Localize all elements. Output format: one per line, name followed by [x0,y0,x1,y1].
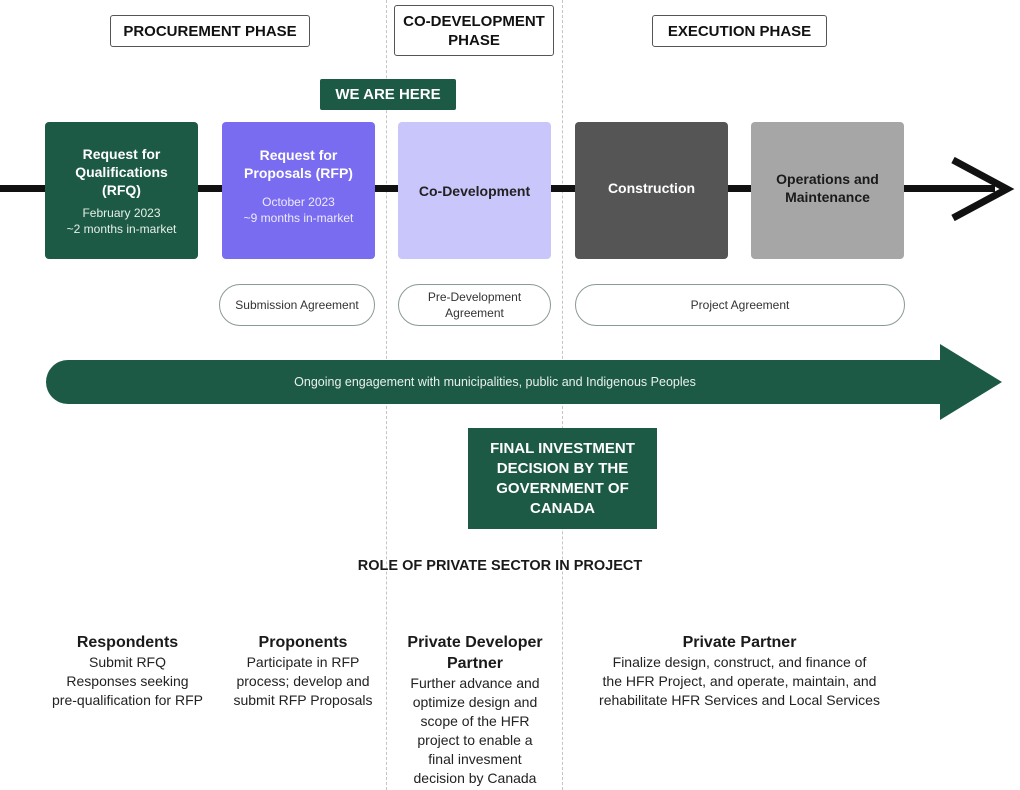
codevelopment-phase-text-1: CO-DEVELOPMENT [403,12,545,30]
role-title-line: Private Developer [407,634,543,651]
role-desc-line: scope of the HFR [420,713,530,729]
engagement-label: Ongoing engagement with municipalities, … [294,375,696,389]
stage-operations-title: Operations and Maintenance [776,170,879,206]
stage-rfq-subtitle: February 2023 ~2 months in-market [67,205,177,237]
final-investment-decision-box: FINAL INVESTMENT DECISION BY THE GOVERNM… [468,428,657,529]
stage-rfp-sub-line: October 2023 [262,195,335,209]
final-decision-line: FINAL INVESTMENT [490,439,635,457]
stage-rfp-sub-line: ~9 months in-market [243,211,354,225]
predevelopment-agreement-text-2: Agreement [445,306,504,320]
engagement-arrow [46,344,1002,420]
we-are-here-badge: WE ARE HERE [320,79,456,110]
role-private-partner: Private Partner Finalize design, constru… [572,632,907,710]
role-private-developer-partner-desc: Further advance and optimize design and … [389,674,561,788]
stage-rfp: Request for Proposals (RFP) October 2023… [222,122,375,259]
role-desc-line: submit RFP Proposals [233,692,373,708]
predevelopment-agreement-pill: Pre-Development Agreement [398,284,551,326]
final-decision-line: GOVERNMENT OF [496,479,629,497]
role-desc-line: project to enable a [417,732,533,748]
stage-operations: Operations and Maintenance [751,122,904,259]
final-decision-line: CANADA [530,499,595,517]
role-desc-line: Responses seeking [66,673,189,689]
codevelopment-phase-text-2: PHASE [448,31,500,49]
execution-phase-text: EXECUTION PHASE [667,22,812,40]
stage-construction-title: Construction [607,180,696,196]
final-decision-line: DECISION BY THE [496,459,629,477]
stage-rfq-sub-line: February 2023 [82,205,161,220]
stage-rfp-title-line: Request for [259,147,338,163]
role-desc-line: the HFR Project, and operate, maintain, … [602,673,877,689]
role-proponents-desc: Participate in RFP process; develop and … [218,653,388,710]
stage-rfq-title-line: Qualifications [75,163,168,180]
predevelopment-agreement-text-1: Pre-Development [427,290,522,304]
stage-rfp-title-line: Proposals (RFP) [244,165,353,181]
role-proponents-title: Proponents [258,634,348,651]
role-title-line: Partner [446,655,504,672]
stage-operations-title-line: Maintenance [785,189,870,205]
procurement-phase-text: PROCUREMENT PHASE [123,22,297,40]
submission-agreement-pill: Submission Agreement [219,284,375,326]
stage-construction: Construction [575,122,728,259]
execution-phase-label: EXECUTION PHASE [652,15,827,47]
role-private-partner-desc: Finalize design, construct, and finance … [572,653,907,710]
role-desc-line: Participate in RFP [246,654,360,670]
stage-rfq-title: Request for Qualifications (RFQ) [75,145,168,199]
role-desc-line: pre-qualification for RFP [52,692,203,708]
stage-rfq-title-line: (RFQ) [102,181,141,198]
stage-operations-title-line: Operations and [776,171,879,187]
engagement-text: Ongoing engagement with municipalities, … [60,360,930,404]
role-respondents-desc: Submit RFQ Responses seeking pre-qualifi… [35,653,220,710]
role-desc-line: process; develop and [236,673,370,689]
role-heading-text: ROLE OF PRIVATE SECTOR IN PROJECT [357,558,643,574]
role-desc-line: rehabilitate HFR Services and Local Serv… [599,692,880,708]
submission-agreement-text: Submission Agreement [235,298,359,312]
timeline-arrow-icon [951,156,1015,222]
stage-rfp-subtitle: October 2023 ~9 months in-market [244,194,354,226]
role-private-partner-title: Private Partner [682,634,797,651]
role-private-developer-partner: Private Developer Partner Further advanc… [389,632,561,788]
role-desc-line: Further advance and [410,675,540,691]
stage-codevelopment: Co-Development [398,122,551,259]
role-private-developer-partner-title: Private Developer Partner [389,632,561,674]
project-agreement-pill: Project Agreement [575,284,905,326]
role-desc-line: optimize design and [412,694,538,710]
we-are-here-text: WE ARE HERE [335,86,441,103]
codevelopment-phase-label: CO-DEVELOPMENT PHASE [394,5,554,56]
role-desc-line: Submit RFQ [88,654,166,670]
stage-codevelopment-title: Co-Development [418,182,531,199]
role-heading: ROLE OF PRIVATE SECTOR IN PROJECT [300,558,700,574]
project-agreement-text: Project Agreement [690,298,790,312]
role-proponents: Proponents Participate in RFP process; d… [218,632,388,710]
procurement-phase-label: PROCUREMENT PHASE [110,15,310,47]
stage-rfq-sub-line: ~2 months in-market [66,221,177,236]
role-respondents: Respondents Submit RFQ Responses seeking… [35,632,220,710]
stage-rfq-title-line: Request for [82,145,161,162]
role-respondents-title: Respondents [76,634,179,651]
role-desc-line: final invesment [428,751,522,767]
role-desc-line: Finalize design, construct, and finance … [612,654,867,670]
stage-rfp-title: Request for Proposals (RFP) [244,146,353,182]
role-desc-line: decision by Canada [413,770,537,786]
stage-rfq: Request for Qualifications (RFQ) Februar… [45,122,198,259]
